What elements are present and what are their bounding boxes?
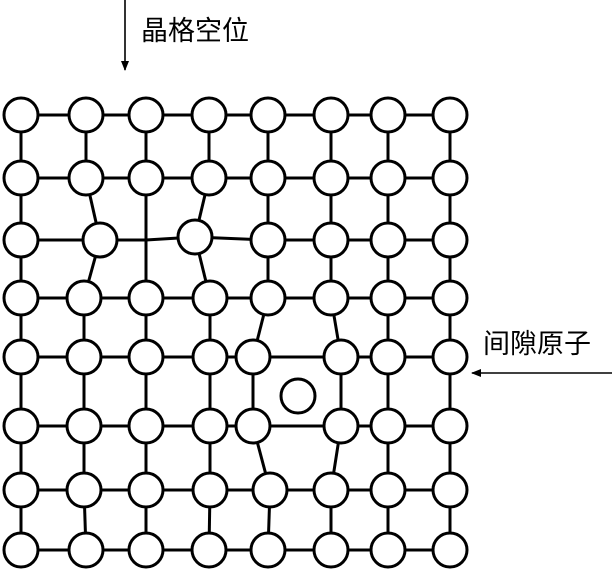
atom — [369, 471, 407, 509]
atom — [312, 221, 350, 259]
atom — [431, 221, 469, 259]
atom — [249, 531, 287, 569]
atom — [2, 471, 40, 509]
atom — [176, 218, 214, 256]
atom — [2, 96, 40, 134]
atom — [65, 279, 103, 317]
interstitial-atom — [279, 377, 317, 415]
atom — [322, 407, 360, 445]
atom — [65, 338, 103, 376]
atom — [127, 531, 165, 569]
atom — [190, 159, 228, 197]
atom — [431, 407, 469, 445]
atom — [369, 221, 407, 259]
atom — [67, 159, 105, 197]
atom — [251, 471, 289, 509]
atom — [81, 221, 119, 259]
atom — [369, 338, 407, 376]
atom — [431, 96, 469, 134]
atom — [369, 407, 407, 445]
atom — [431, 159, 469, 197]
atom — [312, 159, 350, 197]
atom — [312, 279, 350, 317]
atom — [369, 96, 407, 134]
atom — [431, 531, 469, 569]
atom — [67, 96, 105, 134]
atom — [431, 279, 469, 317]
atom — [127, 338, 165, 376]
atom — [127, 96, 165, 134]
atom — [312, 96, 350, 134]
atom — [127, 471, 165, 509]
atom — [67, 531, 105, 569]
atom — [2, 221, 40, 259]
atom — [249, 96, 287, 134]
atom — [65, 471, 103, 509]
interstitial-label: 间隙原子 — [483, 329, 591, 360]
atom — [249, 159, 287, 197]
atom — [369, 159, 407, 197]
atom — [191, 407, 229, 445]
atom — [234, 407, 272, 445]
atom — [2, 407, 40, 445]
atom — [249, 221, 287, 259]
atom — [322, 338, 360, 376]
atom — [127, 279, 165, 317]
atom — [431, 471, 469, 509]
atom — [190, 96, 228, 134]
atom — [127, 407, 165, 445]
atom — [191, 279, 229, 317]
atom — [2, 279, 40, 317]
atom — [369, 531, 407, 569]
atoms — [2, 96, 469, 569]
atom — [65, 407, 103, 445]
vacancy-label: 晶格空位 — [141, 16, 249, 47]
atom — [2, 159, 40, 197]
atom — [312, 471, 350, 509]
atom — [127, 159, 165, 197]
atom — [191, 338, 229, 376]
atom — [431, 338, 469, 376]
atom — [2, 338, 40, 376]
atom — [312, 531, 350, 569]
atom — [191, 471, 229, 509]
atom — [369, 279, 407, 317]
atom — [234, 338, 272, 376]
atom — [2, 531, 40, 569]
atom — [190, 531, 228, 569]
atom — [249, 279, 287, 317]
